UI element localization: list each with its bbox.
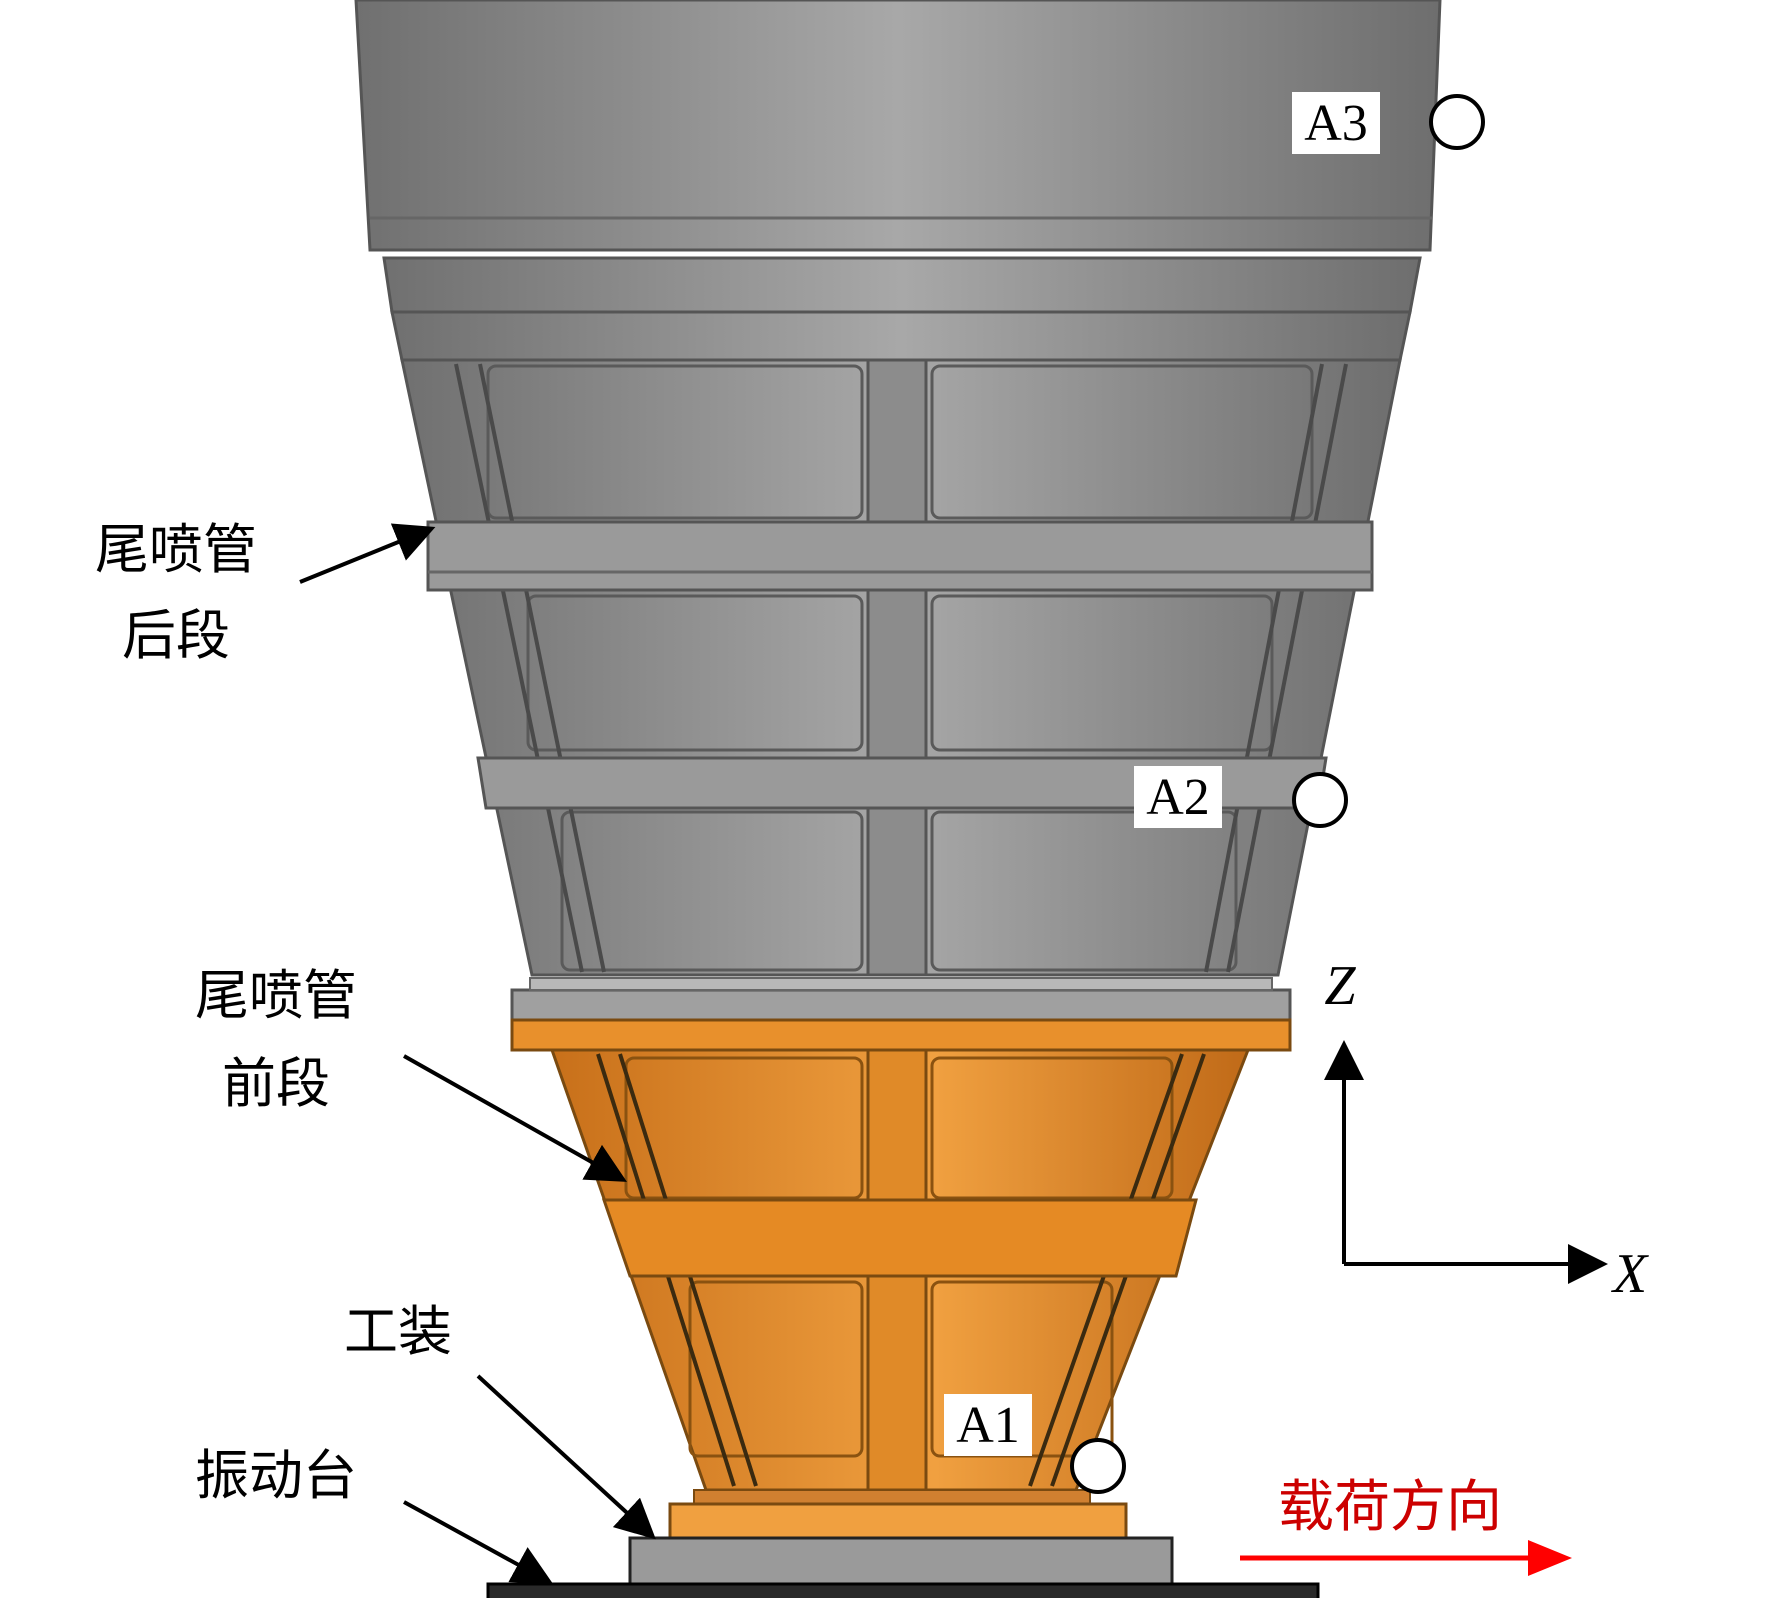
front-section-label-line1: 尾喷管: [195, 964, 357, 1027]
rear-center-rib: [866, 358, 928, 977]
load-direction-label: 载荷方向: [1278, 1475, 1502, 1540]
measure-point-a3-label: A3: [1304, 95, 1368, 152]
load-direction-arrowhead: [1528, 1540, 1572, 1576]
measure-point-a2-label: A2: [1146, 769, 1210, 826]
fixture-arrow: [476, 1374, 656, 1540]
measure-point-a1: A1: [944, 1394, 1126, 1494]
load-direction: 载荷方向: [1240, 1475, 1572, 1576]
nozzle-rear-section: [354, 0, 1442, 1022]
measure-point-a2: A2: [1134, 766, 1348, 828]
coordinate-axes: Z X: [1324, 955, 1650, 1305]
front-flange: [510, 1018, 1292, 1052]
front-base-ring: [668, 1502, 1128, 1540]
shaker-table: [486, 1582, 1320, 1598]
rear-section-label-line2: 后段: [122, 604, 230, 667]
rear-ring-1: [426, 520, 1374, 592]
rear-section-arrow: [299, 523, 436, 584]
z-axis-label: Z: [1324, 955, 1356, 1017]
fixture: [628, 1536, 1174, 1586]
rear-section-label-line1: 尾喷管: [95, 518, 257, 581]
front-ring: [601, 1198, 1198, 1278]
rear-panels: [486, 364, 1314, 972]
shaker-arrow: [403, 1500, 554, 1584]
shaker-label: 振动台: [195, 1444, 357, 1507]
nozzle-front-section: [510, 1018, 1292, 1540]
measure-point-a1-label: A1: [956, 1397, 1020, 1454]
fixture-label: 工装: [344, 1300, 452, 1363]
x-axis-label: X: [1611, 1243, 1650, 1305]
rear-top-cylinder: [354, 0, 1442, 252]
front-section-label-line2: 前段: [222, 1052, 330, 1115]
front-section-arrow: [403, 1054, 627, 1182]
measure-point-a3: A3: [1292, 92, 1485, 154]
rear-flange: [510, 988, 1292, 1022]
